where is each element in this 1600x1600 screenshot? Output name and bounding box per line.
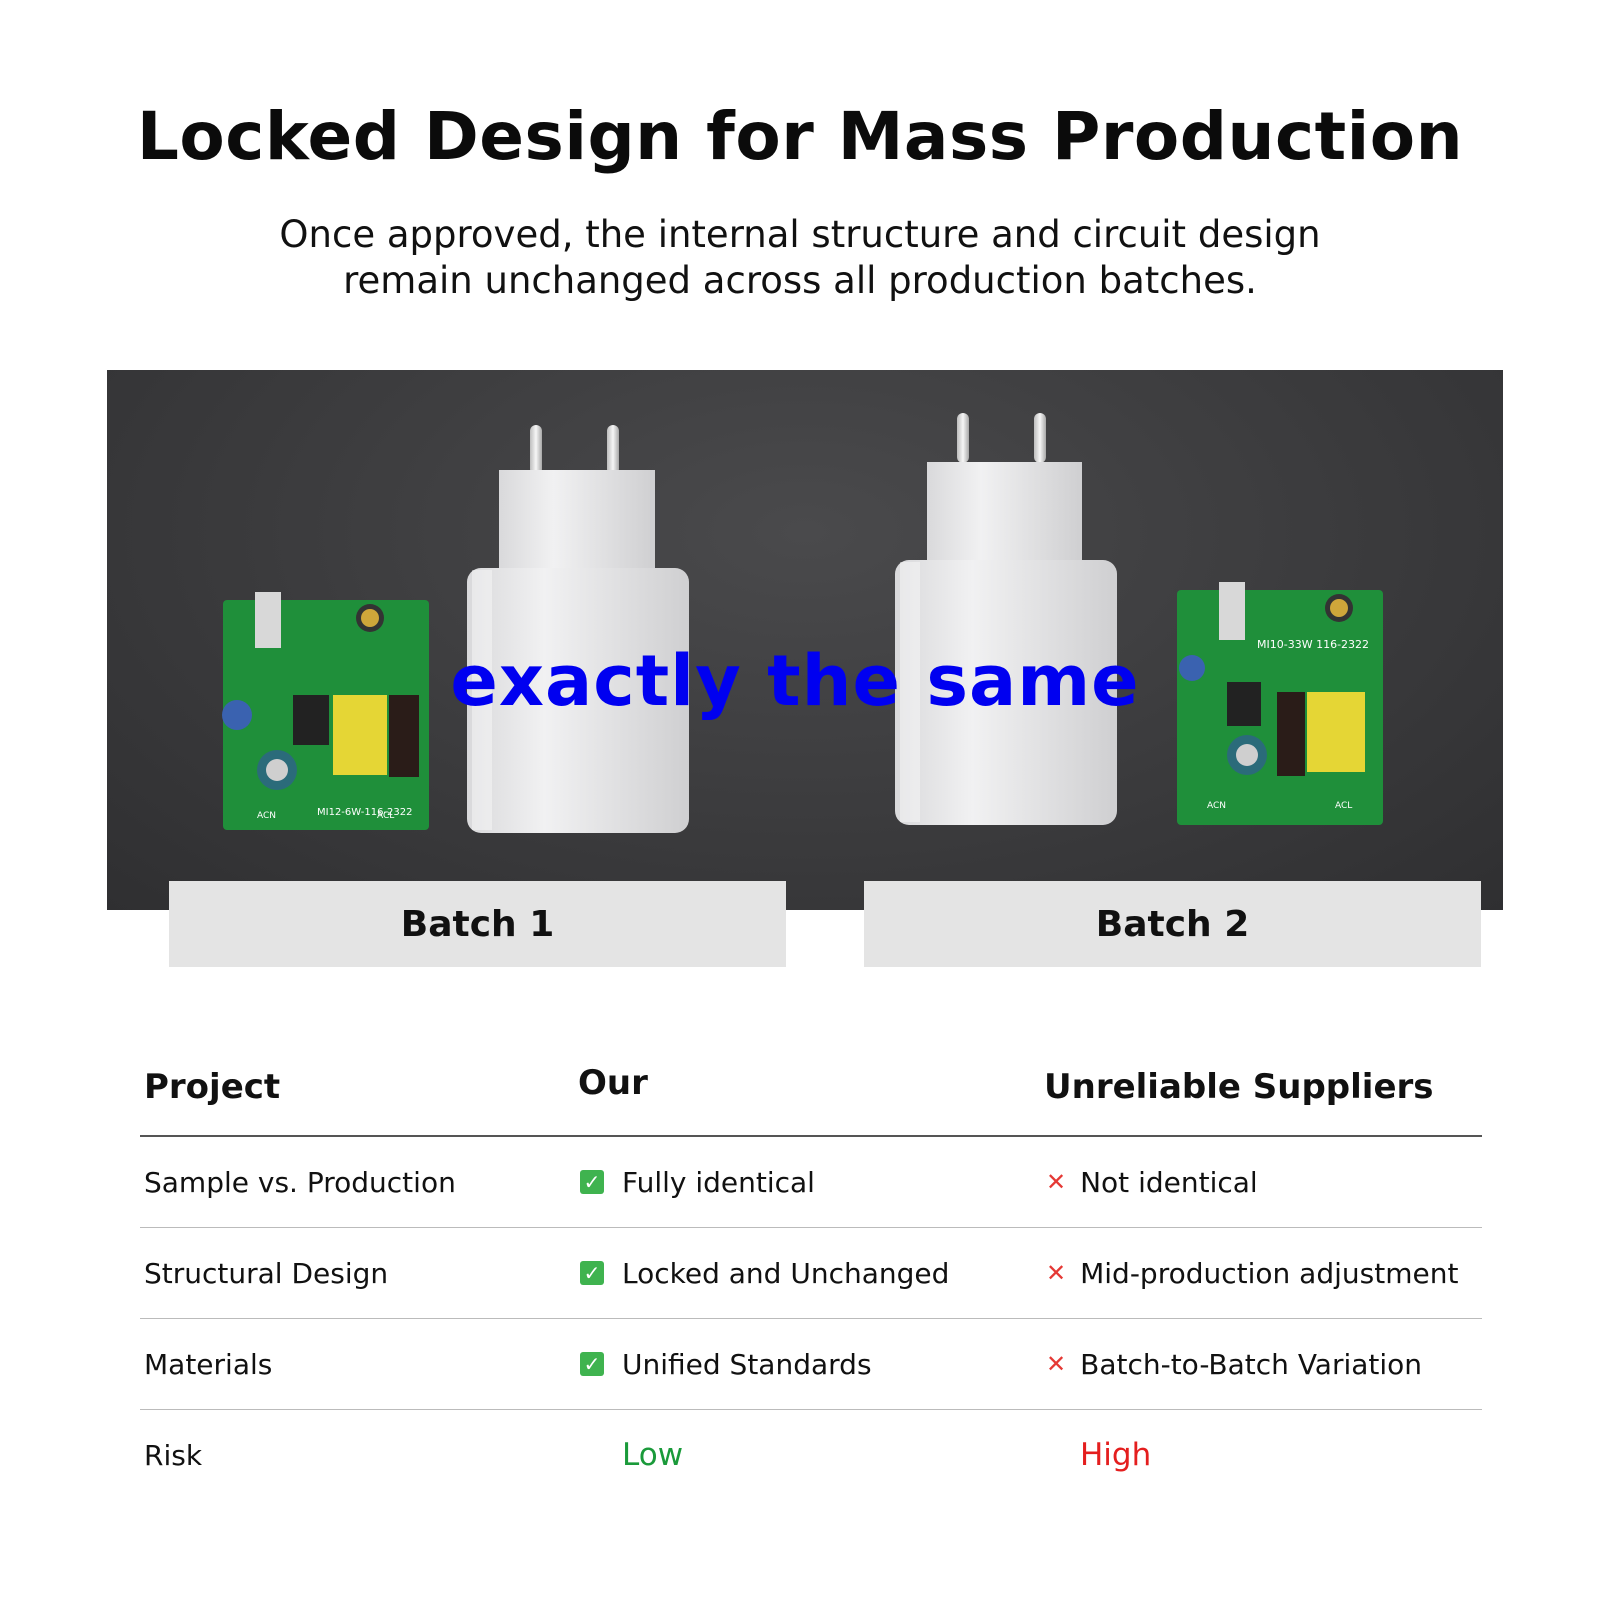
pcb-left-print: MI12-6W-116-2322 bbox=[317, 807, 413, 818]
row-our: ✓ Fully identical bbox=[580, 1137, 815, 1227]
pcb-left-pin-acl: ACL bbox=[377, 811, 394, 821]
row-our: ✓ Unified Standards bbox=[580, 1319, 872, 1409]
row-our: Low bbox=[580, 1410, 683, 1500]
row-our: ✓ Locked and Unchanged bbox=[580, 1228, 949, 1318]
batch-1-label: Batch 1 bbox=[169, 881, 786, 967]
check-icon: ✓ bbox=[580, 1352, 604, 1376]
risk-high-value: High bbox=[1080, 1437, 1152, 1473]
cross-icon: ✕ bbox=[1046, 1168, 1067, 1196]
header-our: Our bbox=[578, 1063, 648, 1103]
row-supplier: ✕ Not identical bbox=[1046, 1165, 1258, 1199]
pcb-board-right: MI10-33W 116-2322 ACN ACL bbox=[1177, 582, 1383, 825]
row-supplier: ✕ Mid-production adjustment bbox=[1046, 1256, 1459, 1290]
table-header: Project Our Unreliable Suppliers bbox=[140, 1055, 1482, 1137]
table-row: Risk Low High bbox=[140, 1410, 1482, 1500]
chargers-illustration: MI12-6W-116-2322 bbox=[222, 413, 1383, 833]
subtitle-line-1: Once approved, the internal structure an… bbox=[279, 213, 1321, 256]
pcb-right-print: MI10-33W 116-2322 bbox=[1257, 638, 1369, 651]
header-suppliers: Unreliable Suppliers bbox=[1044, 1067, 1434, 1107]
comparison-table: Project Our Unreliable Suppliers Sample … bbox=[140, 1055, 1482, 1500]
pcb-right-pin-acl: ACL bbox=[1335, 801, 1352, 811]
risk-low-value: Low bbox=[622, 1437, 684, 1473]
charger-right bbox=[895, 413, 1117, 825]
check-icon: ✓ bbox=[580, 1170, 604, 1194]
page-subtitle: Once approved, the internal structure an… bbox=[200, 212, 1400, 304]
batch-2-label: Batch 2 bbox=[864, 881, 1481, 967]
charger-left bbox=[467, 425, 689, 833]
row-project: Sample vs. Production bbox=[144, 1165, 456, 1199]
table-row: Sample vs. Production ✓ Fully identical … bbox=[140, 1137, 1482, 1228]
header-project: Project bbox=[144, 1067, 281, 1107]
row-supplier: ✕ Batch-to-Batch Variation bbox=[1046, 1347, 1423, 1381]
check-icon: ✓ bbox=[580, 1261, 604, 1285]
row-project: Materials bbox=[144, 1347, 273, 1381]
overlay-caption: exactly the same bbox=[450, 640, 1140, 722]
cross-icon: ✕ bbox=[1046, 1350, 1067, 1378]
row-project: Risk bbox=[144, 1438, 203, 1472]
row-supplier: High bbox=[1046, 1410, 1151, 1500]
subtitle-line-2: remain unchanged across all production b… bbox=[343, 259, 1257, 302]
table-row: Structural Design ✓ Locked and Unchanged… bbox=[140, 1228, 1482, 1319]
cross-icon: ✕ bbox=[1046, 1259, 1067, 1287]
product-photo: MI12-6W-116-2322 bbox=[107, 370, 1503, 910]
table-row: Materials ✓ Unified Standards ✕ Batch-to… bbox=[140, 1319, 1482, 1410]
page-title: Locked Design for Mass Production bbox=[136, 98, 1464, 175]
row-project: Structural Design bbox=[144, 1256, 389, 1290]
pcb-right-pin-acn: ACN bbox=[1207, 801, 1226, 811]
pcb-left-pin-acn: ACN bbox=[257, 811, 276, 821]
pcb-board-left: MI12-6W-116-2322 bbox=[222, 592, 429, 830]
